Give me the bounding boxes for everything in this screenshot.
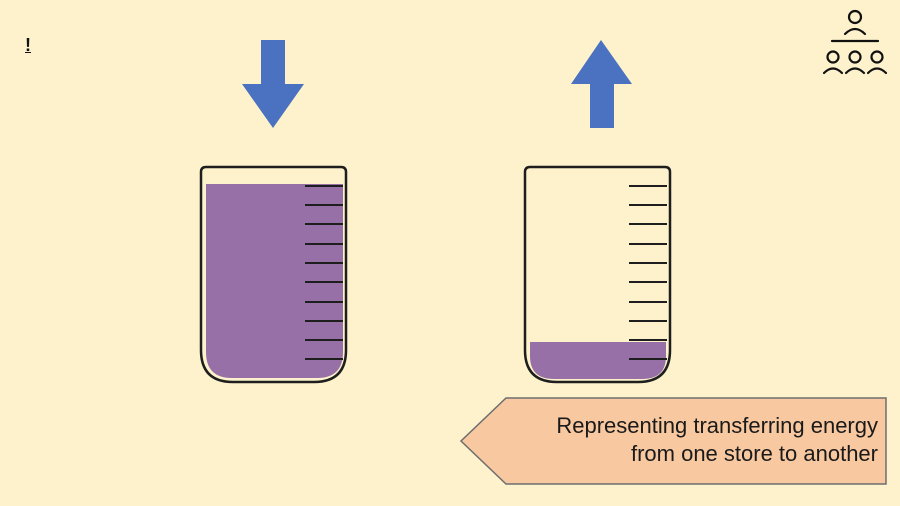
callout-text: Representing transferring energy from on… [500, 412, 878, 468]
callout-line-1: Representing transferring energy [556, 413, 878, 438]
up-arrow-icon [571, 40, 632, 128]
right-beaker [523, 165, 672, 384]
corner-mark: ! [25, 35, 31, 55]
right-beaker-scale [629, 185, 667, 360]
group-people-icon [822, 9, 888, 75]
right-beaker-outline [523, 165, 672, 384]
left-beaker-liquid [206, 184, 343, 378]
left-beaker-scale [305, 185, 343, 360]
callout-box [459, 397, 887, 485]
left-beaker-outline [199, 165, 348, 384]
down-arrow-icon [242, 40, 304, 128]
left-beaker [199, 165, 348, 384]
right-beaker-liquid [530, 342, 666, 379]
callout-line-2: from one store to another [630, 441, 878, 466]
